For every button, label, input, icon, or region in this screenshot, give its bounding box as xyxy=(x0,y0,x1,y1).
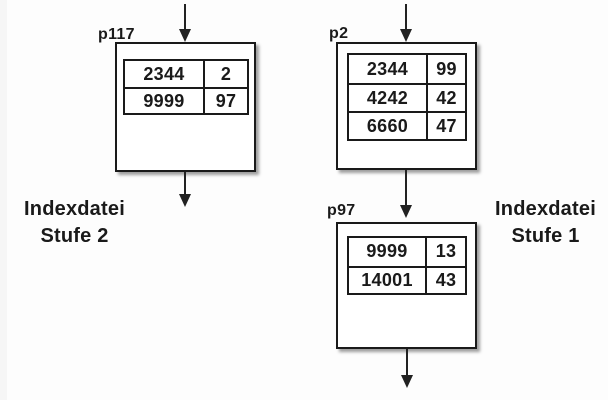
arrow-stem xyxy=(184,4,186,29)
arrowhead-down-icon xyxy=(401,375,413,388)
pointer-cell: 13 xyxy=(425,238,465,266)
pointer-cell: 42 xyxy=(426,83,465,111)
caption-indexdatei-stufe-1: Indexdatei Stufe 1 xyxy=(483,196,608,250)
arrow-stem xyxy=(405,4,407,29)
key-cell: 2344 xyxy=(143,63,185,84)
caption-line-1: Indexdatei xyxy=(24,198,125,220)
arrow-stem xyxy=(184,172,186,194)
key-pointer-table-p97: 9999 13 14001 43 xyxy=(347,236,467,295)
caption-line-2: Stufe 1 xyxy=(511,225,580,247)
page-edge-strip xyxy=(0,0,7,400)
arrow-into-p2 xyxy=(400,4,412,42)
pointer-cell: 99 xyxy=(426,55,465,83)
arrow-out-of-p97 xyxy=(401,349,413,388)
key-cell: 4242 xyxy=(349,83,426,111)
pointer-cell: 43 xyxy=(425,265,465,293)
arrow-stem xyxy=(406,349,408,375)
pointer-cell: 47 xyxy=(426,111,465,139)
pointer-cell: 97 xyxy=(203,87,247,113)
arrowhead-down-icon xyxy=(179,194,191,207)
arrowhead-down-icon xyxy=(400,29,412,42)
key-pointer-table-p117: 2344 2 9999 97 xyxy=(123,59,249,115)
pointer-cell: 2 xyxy=(203,61,247,87)
key-cell: 6660 xyxy=(349,111,426,139)
page-label-p2: p2 xyxy=(329,25,349,42)
key-cell: 9999 xyxy=(366,241,408,262)
arrowhead-down-icon xyxy=(179,29,191,42)
arrow-p2-to-p97 xyxy=(400,170,412,218)
page-label-p117: p117 xyxy=(98,26,135,43)
arrow-into-p117 xyxy=(179,4,191,42)
key-cell: 14001 xyxy=(349,265,425,294)
caption-indexdatei-stufe-2: Indexdatei Stufe 2 xyxy=(8,196,141,250)
arrowhead-down-icon xyxy=(400,205,412,218)
page-label-p97: p97 xyxy=(327,202,356,219)
index-page-p2: 2344 99 4242 42 6660 47 xyxy=(336,42,477,170)
caption-line-2: Stufe 2 xyxy=(40,225,109,247)
caption-line-1: Indexdatei xyxy=(495,198,596,220)
arrow-stem xyxy=(405,170,407,205)
arrow-out-of-p117 xyxy=(179,172,191,207)
index-page-p97: 9999 13 14001 43 xyxy=(336,222,477,349)
key-pointer-table-p2: 2344 99 4242 42 6660 47 xyxy=(347,53,467,141)
index-page-p117: 2344 2 9999 97 xyxy=(115,42,256,172)
key-cell: 9999 xyxy=(125,87,203,113)
key-cell: 2344 xyxy=(366,58,409,79)
